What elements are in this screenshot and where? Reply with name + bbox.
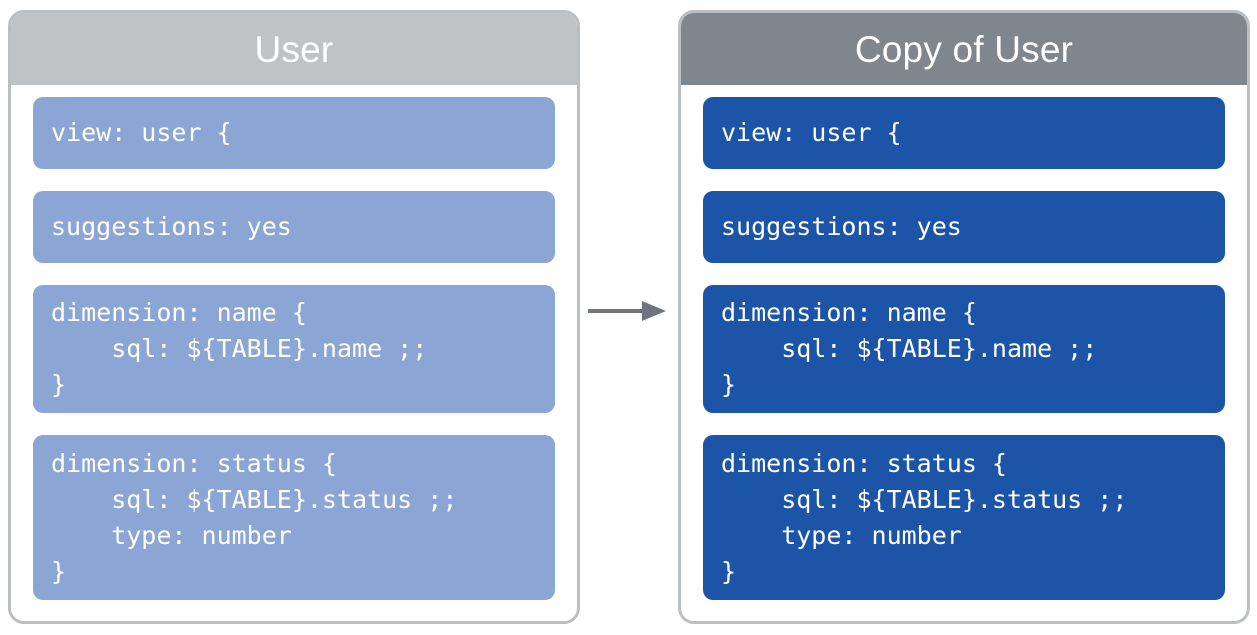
- arrow-right-glyph: [588, 301, 666, 321]
- code-block-view[interactable]: view: user {: [33, 97, 555, 169]
- code-block-dimension-name-copy[interactable]: dimension: name { sql: ${TABLE}.name ;; …: [703, 285, 1225, 413]
- panel-copy-of-user-body: view: user { suggestions: yes dimension:…: [681, 85, 1247, 621]
- code-block-dimension-status-copy[interactable]: dimension: status { sql: ${TABLE}.status…: [703, 435, 1225, 600]
- code-block-suggestions-copy[interactable]: suggestions: yes: [703, 191, 1225, 263]
- panel-user-title: User: [11, 13, 577, 85]
- code-block-view-copy[interactable]: view: user {: [703, 97, 1225, 169]
- code-block-suggestions[interactable]: suggestions: yes: [33, 191, 555, 263]
- panel-copy-of-user-title: Copy of User: [681, 13, 1247, 85]
- panel-user-body: view: user { suggestions: yes dimension:…: [11, 85, 577, 621]
- arrow-right-icon: [588, 296, 670, 326]
- panel-user: User view: user { suggestions: yes dimen…: [8, 10, 580, 624]
- panel-copy-of-user: Copy of User view: user { suggestions: y…: [678, 10, 1250, 624]
- code-block-dimension-name[interactable]: dimension: name { sql: ${TABLE}.name ;; …: [33, 285, 555, 413]
- code-block-dimension-status[interactable]: dimension: status { sql: ${TABLE}.status…: [33, 435, 555, 600]
